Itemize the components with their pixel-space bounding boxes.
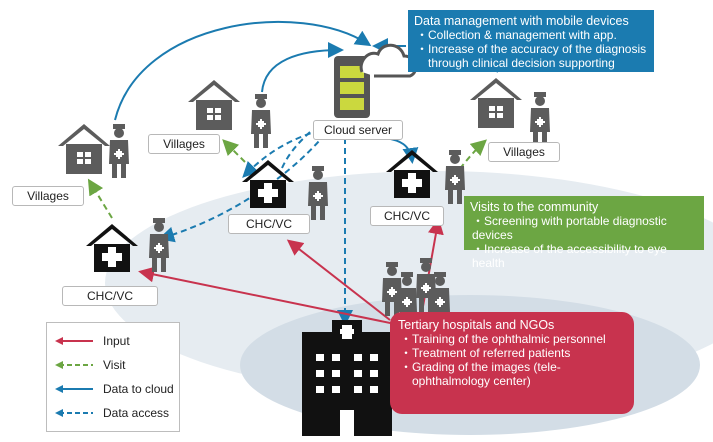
data-to-cloud-arrow (114, 20, 372, 121)
chc-label-center: CHC/VC (228, 214, 310, 234)
cloud-server-label: Cloud server (313, 120, 403, 140)
visit-arrow (87, 178, 113, 219)
callout-item: Grading of the images (tele-ophthalmolog… (398, 360, 626, 388)
callout-item: Training of the ophthalmic personnel (398, 332, 626, 346)
chc-label-right: CHC/VC (370, 206, 444, 226)
visits-callout: Visits to the community Screening with p… (464, 196, 704, 270)
legend-swatch-data-access (55, 409, 93, 417)
callout-title: Visits to the community (470, 200, 599, 214)
data-access-arrow (242, 129, 321, 178)
villages-label-center: Villages (148, 134, 220, 154)
callout-item: Collection & management with app. (414, 28, 648, 42)
legend-swatch-input (55, 337, 93, 345)
tertiary-callout: Tertiary hospitals and NGOs Training of … (390, 312, 634, 414)
villages-label-left: Villages (12, 186, 84, 206)
nurse-icon (109, 124, 129, 178)
data-to-cloud-arrow (261, 42, 344, 93)
callout-item: Increase of the accessibility to eye hea… (470, 242, 698, 270)
village-house-icon (57, 123, 111, 175)
cloud-server-icon (334, 43, 418, 118)
villages-label-right: Villages (488, 142, 560, 162)
callout-item: Screening with portable diagnostic devic… (470, 214, 698, 242)
callout-title: Data management with mobile devices (414, 14, 629, 28)
legend-swatch-visit (55, 361, 93, 369)
input-arrow (286, 239, 391, 321)
chc-label-left: CHC/VC (62, 286, 158, 306)
nurse-icon (530, 92, 550, 146)
callout-item: Increase of the accuracy of the diagnosi… (414, 42, 648, 84)
legend-label: Input (103, 334, 130, 348)
visit-arrow (222, 139, 246, 163)
legend: Input Visit Data to cloud Data access (46, 322, 180, 432)
legend-label: Data to cloud (103, 382, 174, 396)
nurse-icon (251, 94, 271, 148)
village-house-icon (187, 79, 241, 131)
legend-label: Data access (103, 406, 170, 420)
legend-swatch-data-to-cloud (55, 385, 93, 393)
village-house-icon (469, 77, 523, 129)
callout-item: Treatment of referred patients (398, 346, 626, 360)
legend-label: Visit (103, 358, 126, 372)
hospital-building-icon (302, 320, 392, 436)
data-access-arrow (281, 131, 311, 169)
data-management-callout: Data management with mobile devices Coll… (408, 10, 654, 84)
callout-title: Tertiary hospitals and NGOs (398, 318, 555, 332)
input-arrow (138, 266, 401, 326)
